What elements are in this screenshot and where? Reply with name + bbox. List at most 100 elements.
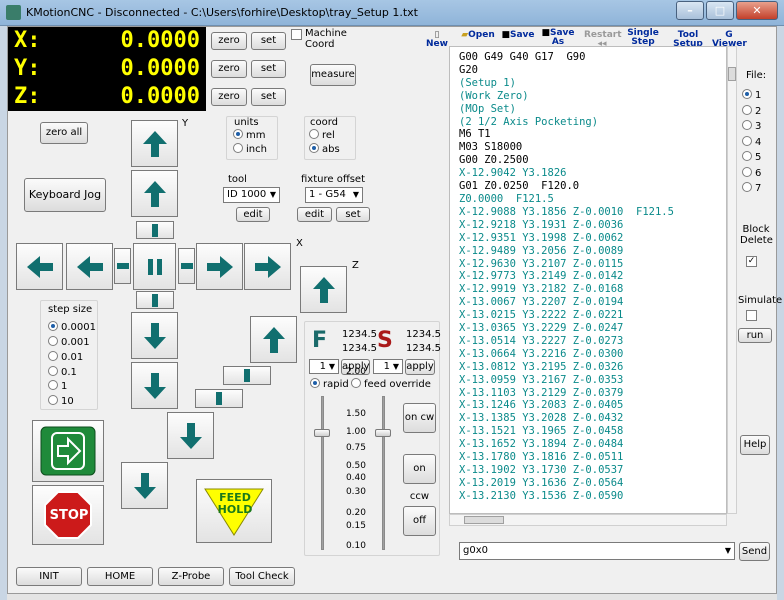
single-step-button[interactable]: Single Step <box>624 29 662 47</box>
radio-button[interactable] <box>310 378 320 388</box>
jog-x-minus-fast-button[interactable] <box>16 243 63 290</box>
feed-override-option[interactable]: feed override <box>351 378 431 390</box>
jog-y-plus-button[interactable] <box>131 170 178 217</box>
machine-coord-checkbox[interactable] <box>291 29 303 41</box>
checkbox-box[interactable]: ✓ <box>746 256 757 267</box>
open-file-button[interactable]: ▰Open <box>459 31 497 40</box>
file-option-1[interactable]: 1 <box>742 89 761 101</box>
tool-check-button[interactable]: Tool Check <box>229 567 295 586</box>
checkbox-box[interactable] <box>291 29 302 40</box>
radio-rel[interactable] <box>309 129 319 139</box>
run-button[interactable]: run <box>738 328 772 343</box>
coord-rel-option[interactable]: rel <box>309 129 335 141</box>
units-mm-option[interactable]: mm <box>233 129 265 141</box>
send-button[interactable]: Send <box>739 542 770 561</box>
step-option-0-001[interactable]: 0.001 <box>48 336 90 348</box>
fixture-edit-button[interactable]: edit <box>297 207 332 222</box>
spindle-off-button[interactable]: off <box>403 506 436 536</box>
jog-z-plus-fast-button[interactable] <box>300 266 347 313</box>
radio-mm[interactable] <box>233 129 243 139</box>
keyboard-jog-button[interactable]: Keyboard Jog <box>24 178 106 212</box>
help-button[interactable]: Help <box>740 435 770 455</box>
zero-y-button[interactable]: zero <box>211 60 247 78</box>
feed-override-slider-track[interactable] <box>321 396 324 550</box>
rapid-option[interactable]: rapid <box>310 378 349 390</box>
spindle-on-cw-button[interactable]: on cw <box>403 403 436 433</box>
radio-button[interactable] <box>48 321 58 331</box>
z-probe-button[interactable]: Z-Probe <box>158 567 224 586</box>
file-option-6[interactable]: 6 <box>742 167 761 179</box>
jog-x-minus-button[interactable] <box>66 243 113 290</box>
jog-z-plus-button[interactable] <box>250 316 297 363</box>
spindle-override-slider-thumb[interactable] <box>375 429 391 437</box>
radio-button[interactable] <box>742 151 752 161</box>
radio-button[interactable] <box>742 105 752 115</box>
save-file-button[interactable]: ■Save <box>500 31 536 40</box>
file-option-5[interactable]: 5 <box>742 151 761 163</box>
step-option-0-1[interactable]: 0.1 <box>48 366 77 378</box>
fixture-set-button[interactable]: set <box>336 207 370 222</box>
step-option-0-01[interactable]: 0.01 <box>48 351 83 363</box>
file-option-2[interactable]: 2 <box>742 105 761 117</box>
jog-x-plus-button[interactable] <box>196 243 243 290</box>
zero-x-button[interactable]: zero <box>211 32 247 50</box>
jog-x-plus-fast-button[interactable] <box>244 243 291 290</box>
jog-y-plus-step-button[interactable] <box>136 221 174 239</box>
tool-edit-button[interactable]: edit <box>236 207 270 222</box>
radio-inch[interactable] <box>233 143 243 153</box>
coord-abs-option[interactable]: abs <box>309 143 340 155</box>
feed-hold-button[interactable]: FEED HOLD <box>196 479 272 543</box>
spindle-apply-button[interactable]: apply <box>405 359 435 375</box>
spindle-override-slider-track[interactable] <box>382 396 385 550</box>
measure-button[interactable]: measure <box>310 64 356 86</box>
jog-z-plus-step-button[interactable] <box>223 366 271 385</box>
minimize-button[interactable]: – <box>676 1 704 20</box>
feed-override-slider-thumb[interactable] <box>314 429 330 437</box>
radio-button[interactable] <box>48 380 58 390</box>
radio-button[interactable] <box>48 336 58 346</box>
new-file-button[interactable]: ▯ New <box>422 31 452 49</box>
radio-button[interactable] <box>742 182 752 192</box>
radio-button[interactable] <box>351 378 361 388</box>
jog-stop-button[interactable] <box>133 243 176 290</box>
jog-z-minus-button[interactable] <box>167 412 214 459</box>
gcode-vertical-scrollbar[interactable] <box>727 46 737 514</box>
zero-all-button[interactable]: zero all <box>40 122 88 144</box>
units-inch-option[interactable]: inch <box>233 143 267 155</box>
zero-z-button[interactable]: zero <box>211 88 247 106</box>
stop-button[interactable]: STOP <box>32 485 104 545</box>
maximize-button[interactable]: □ <box>706 1 734 20</box>
file-option-4[interactable]: 4 <box>742 136 761 148</box>
simulate-checkbox[interactable] <box>746 310 757 323</box>
set-z-button[interactable]: set <box>251 88 286 106</box>
checkbox-box[interactable] <box>746 310 757 321</box>
jog-z-minus-fast-button[interactable] <box>121 462 168 509</box>
jog-x-plus-step-button[interactable] <box>178 248 195 284</box>
radio-button[interactable] <box>742 167 752 177</box>
file-option-3[interactable]: 3 <box>742 120 761 132</box>
radio-button[interactable] <box>742 89 752 99</box>
gcode-horizontal-scrollbar[interactable] <box>449 514 727 526</box>
spindle-on-ccw-button[interactable]: on ccw <box>403 454 436 502</box>
scrollbar-thumb[interactable] <box>728 67 736 81</box>
jog-y-plus-fast-button[interactable] <box>131 120 178 167</box>
jog-y-minus-fast-button[interactable] <box>131 362 178 409</box>
mdi-command-input[interactable]: g0x0 <box>459 542 735 560</box>
radio-button[interactable] <box>742 136 752 146</box>
save-as-button[interactable]: ■Save As <box>539 29 577 47</box>
jog-y-minus-step-button[interactable] <box>136 291 174 309</box>
g-viewer-button[interactable]: G Viewer <box>712 31 747 49</box>
radio-abs[interactable] <box>309 143 319 153</box>
radio-button[interactable] <box>742 120 752 130</box>
close-button[interactable]: ✕ <box>736 1 778 20</box>
jog-z-minus-step-button[interactable] <box>195 389 243 408</box>
step-option-1[interactable]: 1 <box>48 380 67 392</box>
fixture-offset-select[interactable]: 1 - G54 <box>305 187 363 203</box>
scrollbar-thumb[interactable] <box>464 516 504 524</box>
tool-select[interactable]: ID 1000 <box>223 187 280 203</box>
jog-y-minus-button[interactable] <box>131 312 178 359</box>
cycle-start-button[interactable] <box>32 420 104 482</box>
radio-button[interactable] <box>48 351 58 361</box>
set-y-button[interactable]: set <box>251 60 286 78</box>
feed-apply-button[interactable]: apply <box>341 359 370 375</box>
